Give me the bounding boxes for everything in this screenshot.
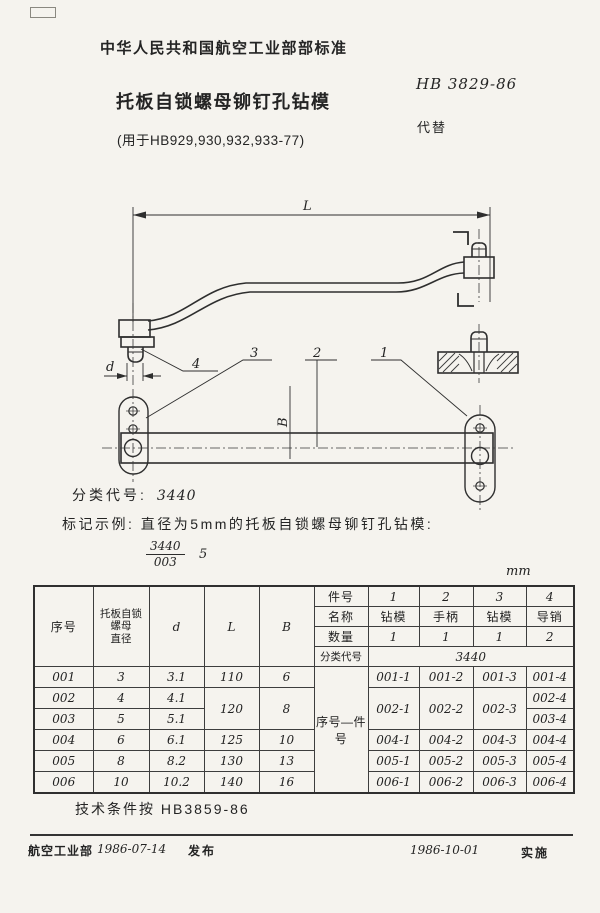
spec-table: 序号 托板自锁 螺母 直径 d L B 件号 1 2 3 4 名称 钻模 手柄 … bbox=[33, 585, 575, 794]
standard-number: HB 3829-86 bbox=[416, 75, 518, 93]
section-mark-top bbox=[453, 231, 469, 245]
part-name-label: 名称 bbox=[313, 606, 369, 627]
header-row-class-code: 分类代号 3440 bbox=[34, 646, 575, 667]
marking-example-fraction: 3440 003 bbox=[146, 539, 185, 570]
callout-3-leader bbox=[145, 359, 272, 419]
section-hatching bbox=[438, 352, 518, 373]
col-header-L: L bbox=[203, 585, 260, 667]
binding-mark-icon bbox=[30, 7, 56, 18]
table-row: 006 10 10.2 140 16 006-1 006-2 006-3 006… bbox=[33, 771, 575, 794]
table-row: 005 8 8.2 130 13 005-1 005-2 005-3 005-4 bbox=[33, 750, 575, 772]
classification-label: 分类代号: bbox=[72, 487, 147, 503]
header-row-quantity: 数量 1 1 1 2 bbox=[34, 626, 575, 647]
replaces-label: 代替 bbox=[417, 120, 448, 135]
seq-partno-label: 序号—件号 bbox=[313, 666, 369, 794]
fraction-numerator: 3440 bbox=[146, 539, 185, 556]
callout-4: 4 bbox=[191, 357, 200, 372]
dim-L-label: L bbox=[302, 199, 312, 214]
classification-line: 分类代号: 3440 bbox=[72, 485, 197, 505]
handle-top-edge bbox=[147, 261, 465, 322]
footer-divider bbox=[30, 834, 573, 836]
section-mark-bottom bbox=[457, 293, 474, 307]
classification-value: 3440 bbox=[156, 488, 197, 504]
footer-issue-label: 发布 bbox=[188, 844, 217, 858]
header-row-part-name: 名称 钻模 手柄 钻模 导销 bbox=[34, 606, 575, 627]
marking-example-intro: 标记示例: 直径为5mm的托板自锁螺母铆钉孔钻模: bbox=[62, 516, 434, 532]
table-row: 004 6 6.1 125 10 004-1 004-2 004-3 004-4 bbox=[33, 729, 575, 751]
dim-d-label: d bbox=[106, 360, 114, 375]
document-title: 托板自锁螺母铆钉孔钻模 bbox=[116, 92, 331, 112]
class-code-value: 3440 bbox=[367, 646, 575, 667]
standard-org-title: 中华人民共和国航空工业部部标准 bbox=[100, 40, 348, 57]
technical-conditions-note: 技术条件按 HB3859-86 bbox=[75, 801, 250, 817]
dim-B-label: B bbox=[276, 417, 291, 428]
quantity-label: 数量 bbox=[313, 626, 369, 647]
unit-label: mm bbox=[506, 564, 531, 579]
handle-bottom-edge bbox=[147, 272, 465, 331]
marking-example-suffix: 5 bbox=[199, 547, 208, 562]
footer-issue-date: 1986-07-14 bbox=[97, 842, 167, 856]
left-pin bbox=[127, 347, 144, 363]
footer-org: 航空工业部 bbox=[28, 844, 94, 858]
footer-impl-date: 1986-10-01 bbox=[410, 843, 480, 857]
header-row-part-no: 序号 托板自锁 螺母 直径 d L B 件号 1 2 3 4 bbox=[33, 585, 575, 667]
table-row: 001 3 3.1 110 6 序号—件号 001-1 001-2 001-3 … bbox=[33, 666, 575, 794]
col-header-B: B bbox=[258, 585, 315, 667]
class-code-label: 分类代号 bbox=[313, 646, 369, 667]
col-header-seq: 序号 bbox=[33, 585, 94, 667]
col-header-d: d bbox=[148, 585, 205, 667]
col-header-diameter: 托板自锁 螺母 直径 bbox=[92, 585, 150, 667]
callout-1-leader bbox=[371, 359, 468, 417]
callout-3: 3 bbox=[250, 346, 258, 361]
section-plate bbox=[437, 351, 519, 374]
footer-impl-label: 实施 bbox=[521, 846, 550, 860]
document-subtitle: (用于HB929,930,932,933-77) bbox=[117, 133, 305, 148]
fraction-denominator: 003 bbox=[153, 555, 177, 570]
left-head bbox=[118, 319, 151, 338]
table-row: 002 4 4.1 120 8 002-1 002-2 002-3 002-4 bbox=[33, 687, 575, 730]
callout-1: 1 bbox=[380, 346, 388, 361]
callout-2: 2 bbox=[312, 346, 321, 361]
callout-2-leader bbox=[305, 359, 337, 447]
technical-drawing: L d B 4 3 2 1 bbox=[102, 199, 519, 512]
callout-4-leader bbox=[140, 348, 218, 372]
part-no-label: 件号 bbox=[313, 585, 369, 607]
left-end-plate bbox=[118, 396, 149, 475]
center-lines bbox=[102, 229, 513, 512]
left-head-step bbox=[120, 336, 155, 348]
